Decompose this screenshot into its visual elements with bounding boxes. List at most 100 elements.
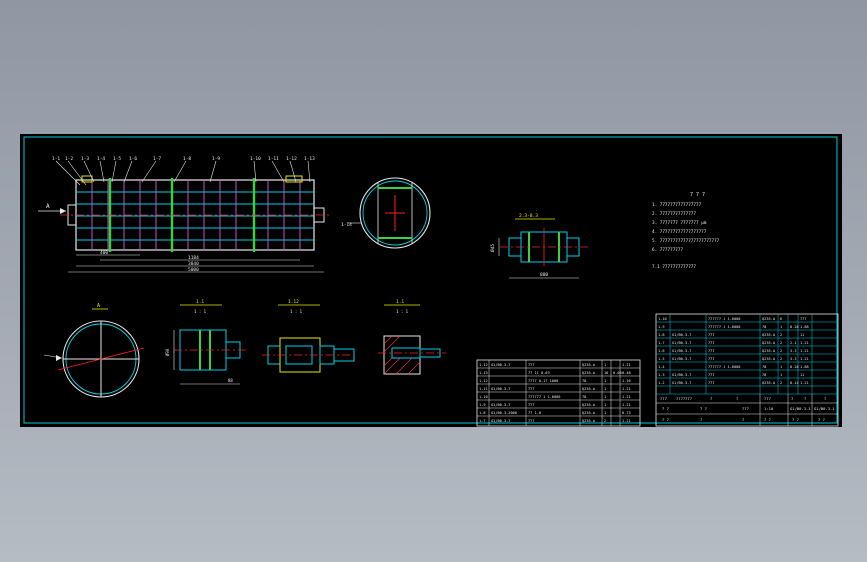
bom-cell: 1.21 [622,363,631,367]
bom-cell: Q235-A [762,381,776,385]
main-view-dimension: 3840 [188,261,199,267]
bom-cell: G1/B0-3-7 [672,373,691,377]
shaft-dimension: Ø45 [489,244,496,252]
bom-cell: 777 [708,373,715,377]
bom-cell: 1-2 [658,381,665,385]
bom-cell: G1/B0-3-2000 [491,411,517,415]
shaft-detail: 2.3-8.3 Ø45 880 [489,213,590,279]
notes-title: 7 7 7 [690,192,705,198]
bom-cell: G1/B0-3-7 [491,363,510,367]
bom-cell: 1-13 [479,371,488,375]
bom-cell: 1-12 [479,379,488,383]
bom-header-cell: 777 [764,396,771,401]
balloon-label: 1-3 [81,156,89,162]
bom-cell: 777 [528,403,535,407]
bom-cell: Q235-A [762,349,776,353]
bom-cell: Q235-A [582,419,596,423]
bom-cell: 777 [708,357,715,361]
bom-cell: 1-6 [658,349,665,353]
bom-cell: Q235-A [582,363,596,367]
bom-cell: 7777 0.17 1000 [528,379,558,383]
bom-cell: 11 [800,333,804,337]
balloon-label: 1-10 [250,156,261,162]
notes-line: 5. 77777777777777777777777 [652,238,720,244]
balloon-label: 1-7 [153,156,161,162]
bom-cell: 777 [708,381,715,385]
bom-cell: 1-4 [658,365,665,369]
bom-header-cell: 7 [736,396,738,401]
bom-cell: 1 [780,325,782,329]
balloon-label: 1-2 [65,156,73,162]
bom-cell: 1.21 [622,403,631,407]
bom-cell: 1.21 [800,349,809,353]
bom-cell: 1 [604,403,606,407]
bom-cell: 1-7 [658,341,665,345]
detail-1-dimension: 88 [228,378,233,383]
balloon-label: 1-5 [113,156,121,162]
bom-cell: 2 [780,357,782,361]
bom-cell: 3.3 [790,357,797,361]
main-view-balloons [55,160,311,186]
bom-cell: 1.21 [800,341,809,345]
bom-cell: 1-5 [658,357,665,361]
bom-cell: 1.88 [800,365,809,369]
balloon-label: 1-4 [97,156,105,162]
bom-cell: 777777 1 1-6000 [708,325,740,329]
main-view: A 1-1 1-2 1-3 1-4 1-5 1-6 1-7 1-8 1 [38,156,332,273]
bom-cell: 77 11 0.03 [528,371,550,375]
bom-header-cell: 7 [710,396,712,401]
bom-cell: Q235-A [762,341,776,345]
bom-cell: 1.21 [800,381,809,385]
bom-cell: Q235-A [582,387,596,391]
bom-cell: 1.21 [622,395,631,399]
bom-cell: 6 [780,317,782,321]
balloon-label: 1-9 [212,156,220,162]
bom-cell: 78 [582,395,586,399]
balloon-label: 1-1 [52,156,60,162]
bom-cell: G1/B0-3-7 [672,333,691,337]
bom-cell: 777777 1 1-6000 [708,317,740,321]
notes-footer: 7.1 7777777777777 [652,264,696,270]
title-block-cell: 7 [700,417,702,422]
bom-cell: 777 [708,333,715,337]
bom-cell: 777777 1 1-6000 [708,365,740,369]
bom-cell: 2 [604,419,606,423]
shaft-detail-title: 2.3-8.3 [519,213,538,219]
bom-cell: 777 [800,317,807,321]
bom-cell: G1/B0-3-7 [672,341,691,345]
bom-cell: 1 [604,363,606,367]
bom-cell: 0.48 [622,371,631,375]
bom-cell: 0.73 [622,411,631,415]
notes-line: 4. 777777777777777777 [652,229,707,235]
balloon-label: 1-6 [129,156,137,162]
bom-cell: 3.3 [790,349,797,353]
detail-1-dimension: Ø90 [165,348,170,356]
bom-cell: 0.14 [790,381,799,385]
detail-1: 1.1 1 : 1 Ø90 88 [165,299,246,385]
bom-cell: 1-9 [479,403,486,407]
main-view-dimension: 1184 [188,255,199,261]
title-block-cell: 7 7 [792,417,799,422]
bom-cell: 2 [780,349,782,353]
bom-cell: 78 [762,373,766,377]
section-circle-balloon: 1-14 [341,222,352,228]
bom-cell: 0.28 [790,325,799,329]
bom-header-cell: 7 [791,396,793,401]
title-block-cell: 7 [742,417,744,422]
bom-cell: G1/B0-3-7 [491,419,510,423]
section-circle-view: 1-14 [341,177,431,249]
title-block-cell: 7 7 [818,417,825,422]
bom-cell: 2 [780,333,782,337]
bom-cell: 1 [604,379,606,383]
title-block-cell: G1/B0-3-1 [814,406,835,411]
bom-cell: 777 [528,419,535,423]
bom-cell: 0.03 [613,371,622,375]
bom-cell: 78 [762,365,766,369]
bom-cell: 1 [604,395,606,399]
bom-cell: Q235-A [582,403,596,407]
detail-3-title: 1.1 [396,299,404,305]
drawing-sheet [20,134,842,427]
balloon-label: 1-13 [304,156,315,162]
notes-line: 6. 777777777 [652,247,683,253]
